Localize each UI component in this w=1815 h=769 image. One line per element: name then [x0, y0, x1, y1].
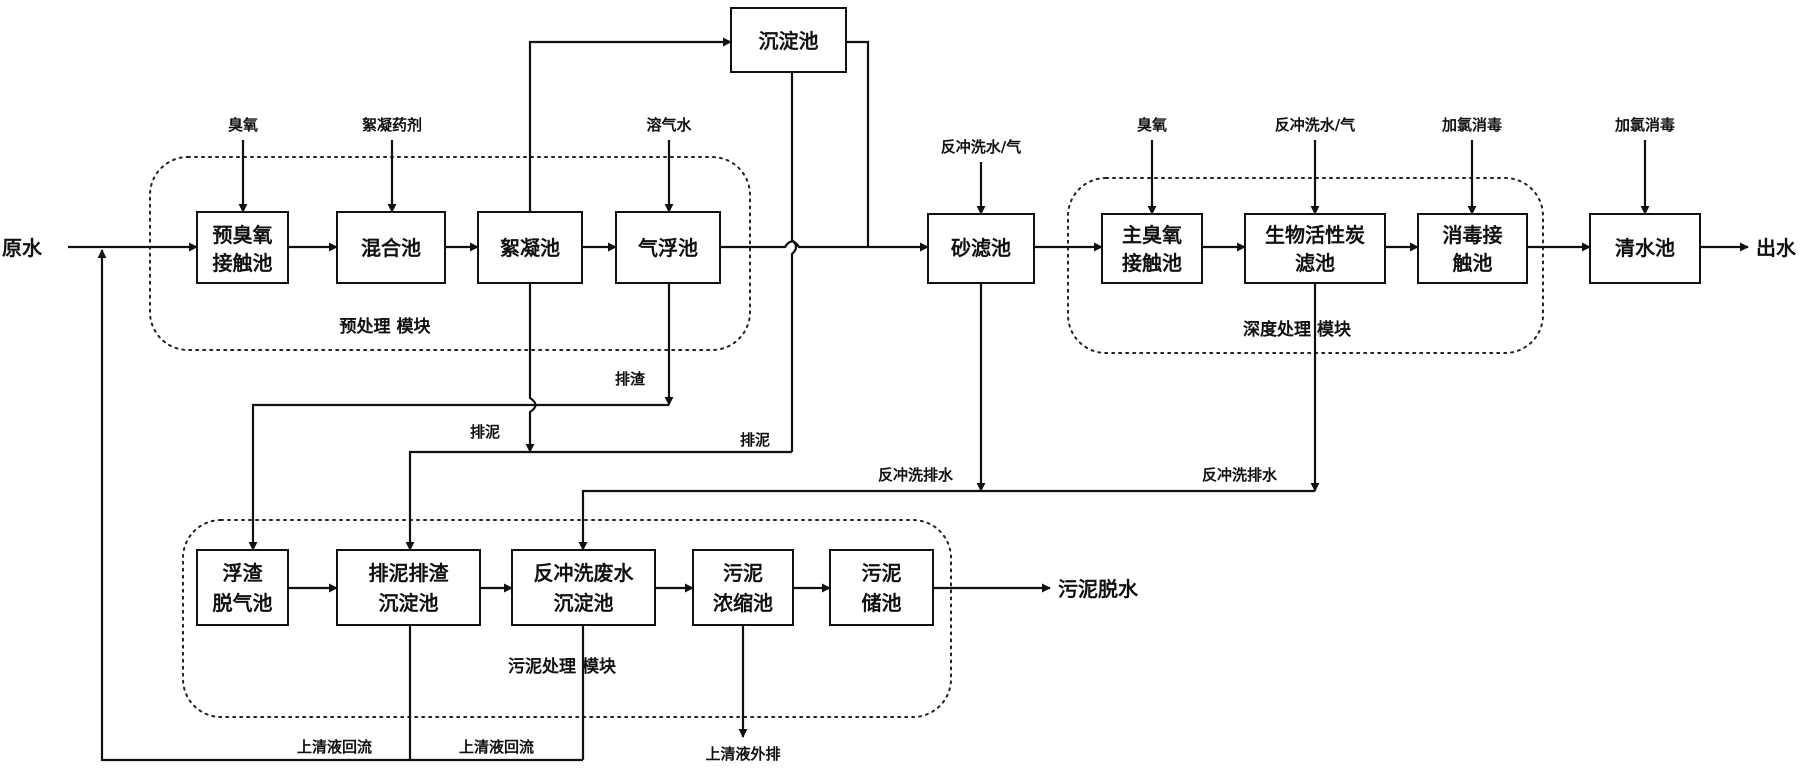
svg-text:絮凝池: 絮凝池: [500, 236, 560, 260]
unit-backwash-wastewater-settling: 反冲洗废水 沉淀池: [511, 549, 656, 626]
svg-text:污泥: 污泥: [723, 561, 763, 585]
unit-pre-ozone-contact: 预臭氧 接触池: [196, 211, 289, 284]
svg-text:脱气池: 脱气池: [213, 591, 273, 615]
sludge-treatment-module-label: 污泥处理 模块: [508, 656, 617, 677]
svg-text:消毒接: 消毒接: [1443, 223, 1503, 247]
advanced-treatment-module-label: 深度处理 模块: [1243, 319, 1352, 340]
sludge-drain-label: 排泥: [470, 423, 500, 441]
svg-text:排泥排渣: 排泥排渣: [369, 561, 450, 585]
ozone-feed-label: 臭氧: [228, 116, 258, 134]
sludge-treatment-module-zone: [182, 519, 952, 718]
pretreatment-module-label: 预处理 模块: [340, 316, 432, 337]
unit-bac-filter: 生物活性炭 滤池: [1244, 213, 1386, 284]
supernatant-return-label: 上清液回流: [297, 738, 372, 756]
svg-text:污泥: 污泥: [862, 561, 902, 585]
scum-drain-label: 排渣: [615, 370, 646, 388]
dissolved-air-water-label: 溶气水: [646, 116, 692, 134]
unit-sludge-thickener: 污泥 浓缩池: [692, 549, 794, 626]
supernatant-return-label: 上清液回流: [459, 738, 534, 756]
unit-main-ozone-contact: 主臭氧 接触池: [1101, 213, 1203, 284]
svg-text:砂滤池: 砂滤池: [951, 236, 1011, 260]
svg-text:沉淀池: 沉淀池: [379, 591, 439, 615]
unit-disinfection-contact: 消毒接 触池: [1417, 213, 1528, 284]
effluent-label: 出水: [1756, 236, 1797, 260]
chlorination-feed-label: 加氯消毒: [1441, 116, 1502, 134]
unit-sludge-scum-settling: 排泥排渣 沉淀池: [336, 549, 481, 626]
pretreatment-module-zone: [149, 156, 751, 351]
supernatant-discharge-label: 上清液外排: [705, 745, 780, 763]
svg-text:滤池: 滤池: [1295, 251, 1335, 275]
unit-sludge-storage: 污泥 储池: [829, 549, 934, 626]
unit-mixing-tank: 混合池: [336, 211, 446, 284]
sludge-dewatering-label: 污泥脱水: [1058, 577, 1139, 601]
svg-text:接触池: 接触池: [1122, 251, 1182, 275]
unit-scum-degas-tank: 浮渣 脱气池: [196, 549, 289, 626]
unit-sand-filter: 砂滤池: [927, 213, 1035, 284]
unit-label: 沉淀池: [759, 29, 819, 53]
svg-text:清水池: 清水池: [1615, 236, 1675, 260]
svg-text:浮渣: 浮渣: [223, 561, 264, 585]
svg-text:触池: 触池: [1453, 251, 1493, 275]
svg-text:接触池: 接触池: [213, 251, 273, 275]
sludge-drain-label: 排泥: [740, 431, 770, 449]
svg-text:混合池: 混合池: [361, 236, 421, 260]
unit-sedimentation: 沉淀池: [730, 7, 847, 73]
backwash-feed-label: 反冲洗水/气: [941, 138, 1021, 156]
unit-flocculation-tank: 絮凝池: [477, 211, 583, 284]
backwash-drain-label: 反冲洗排水: [1202, 466, 1278, 484]
svg-text:沉淀池: 沉淀池: [554, 591, 614, 615]
chlorination-feed-label: 加氯消毒: [1614, 116, 1675, 134]
backwash-feed-label: 反冲洗水/气: [1275, 116, 1355, 134]
flow-lines: [68, 37, 1749, 762]
svg-text:储池: 储池: [862, 591, 902, 615]
flocculant-feed-label: 絮凝药剂: [362, 116, 422, 134]
svg-text:预臭氧: 预臭氧: [213, 223, 273, 247]
svg-text:生物活性炭: 生物活性炭: [1265, 223, 1365, 247]
svg-text:浓缩池: 浓缩池: [713, 591, 773, 615]
svg-text:反冲洗废水: 反冲洗废水: [534, 561, 635, 585]
raw-water-label: 原水: [2, 236, 43, 260]
backwash-drain-label: 反冲洗排水: [878, 466, 954, 484]
svg-text:主臭氧: 主臭氧: [1122, 223, 1182, 247]
ozone-feed-label: 臭氧: [1137, 116, 1167, 134]
unit-clear-water-tank: 清水池: [1589, 213, 1701, 284]
svg-text:气浮池: 气浮池: [637, 236, 698, 260]
unit-daf-tank: 气浮池: [615, 211, 721, 284]
